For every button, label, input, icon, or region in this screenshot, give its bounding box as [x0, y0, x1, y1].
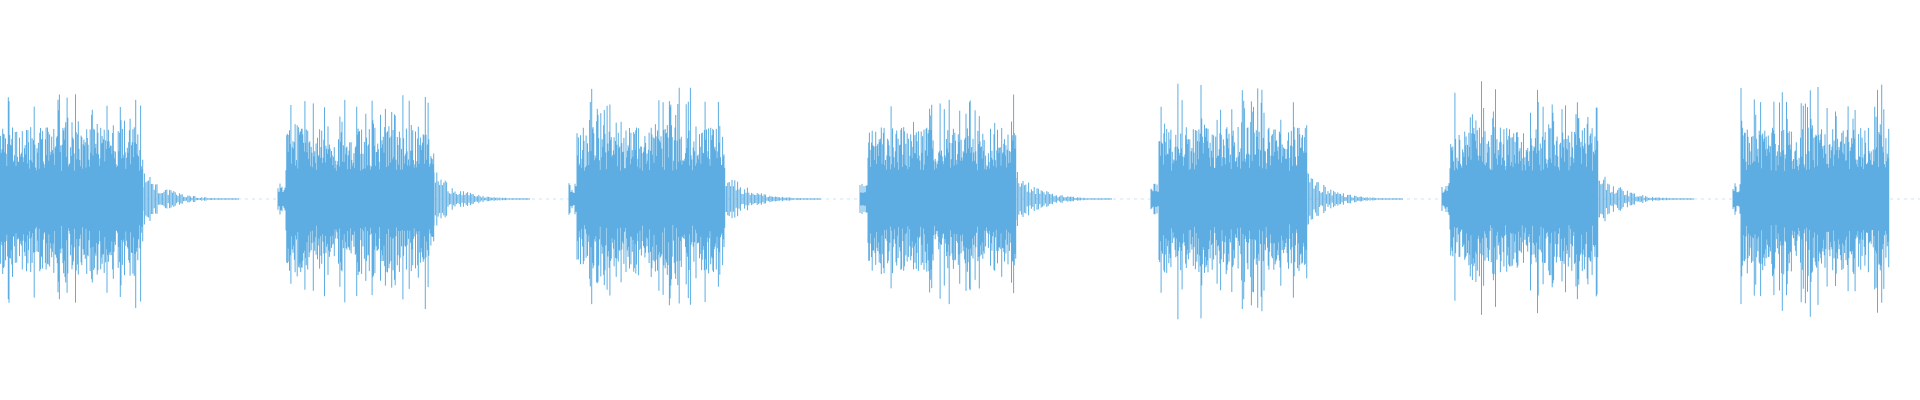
waveform-burst-7 [1732, 84, 1890, 317]
waveform-burst-3 [568, 87, 821, 306]
waveform-burst-samples [1732, 84, 1890, 317]
waveform-burst-5 [1150, 83, 1403, 320]
waveform-burst-1 [0, 94, 239, 308]
waveform-burst-6 [1441, 81, 1694, 315]
waveform-burst-samples [277, 95, 530, 309]
waveform-burst-4 [859, 94, 1112, 305]
waveform-burst-samples [1150, 83, 1403, 320]
waveform-burst-samples [1441, 81, 1694, 315]
waveform-burst-samples [0, 94, 239, 308]
waveform-burst-samples [859, 94, 1112, 305]
waveform-burst-2 [277, 95, 530, 309]
waveform-burst-samples [568, 87, 821, 306]
